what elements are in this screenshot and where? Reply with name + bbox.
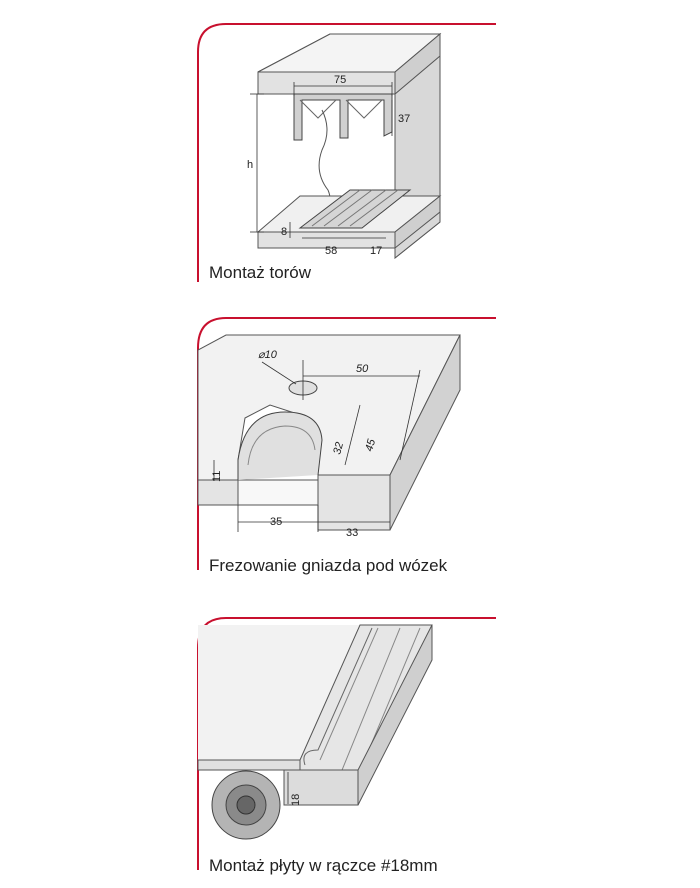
dim-17: 17 (370, 245, 382, 257)
handle-mounting-drawing: 18 (197, 617, 496, 870)
track-mounting-drawing: 75 37 h 8 58 17 (197, 23, 496, 282)
dim-diameter-10: ⌀10 (258, 349, 278, 361)
dim-18: 18 (290, 794, 302, 806)
dim-35: 35 (270, 516, 282, 528)
caption-trolley-milling: Frezowanie gniazda pod wózek (209, 556, 448, 575)
red-frame (197, 23, 496, 282)
dim-75: 75 (334, 74, 346, 86)
trolley-milling-drawing: ⌀10 50 45 32 11 35 33 (197, 317, 496, 570)
dim-50: 50 (356, 363, 369, 375)
caption-handle-mounting: Montaż płyty w rączce #18mm (209, 856, 438, 875)
dim-32: 32 (331, 441, 346, 456)
panel-track-mounting: 75 37 h 8 58 17 Montaż torów (0, 0, 700, 300)
panel-handle-mounting: 18 Montaż płyty w rączce #18mm (0, 600, 700, 888)
caption-track-mounting: Montaż torów (209, 263, 312, 282)
dim-h: h (247, 159, 253, 171)
dim-58: 58 (325, 245, 337, 257)
dim-33: 33 (346, 527, 358, 539)
dim-37: 37 (398, 113, 410, 125)
panel-trolley-milling: ⌀10 50 45 32 11 35 33 Frezowanie gniazda… (0, 300, 700, 600)
dim-45: 45 (363, 437, 378, 453)
red-frame (197, 317, 496, 570)
dim-8: 8 (281, 226, 287, 238)
dim-11: 11 (211, 471, 223, 482)
